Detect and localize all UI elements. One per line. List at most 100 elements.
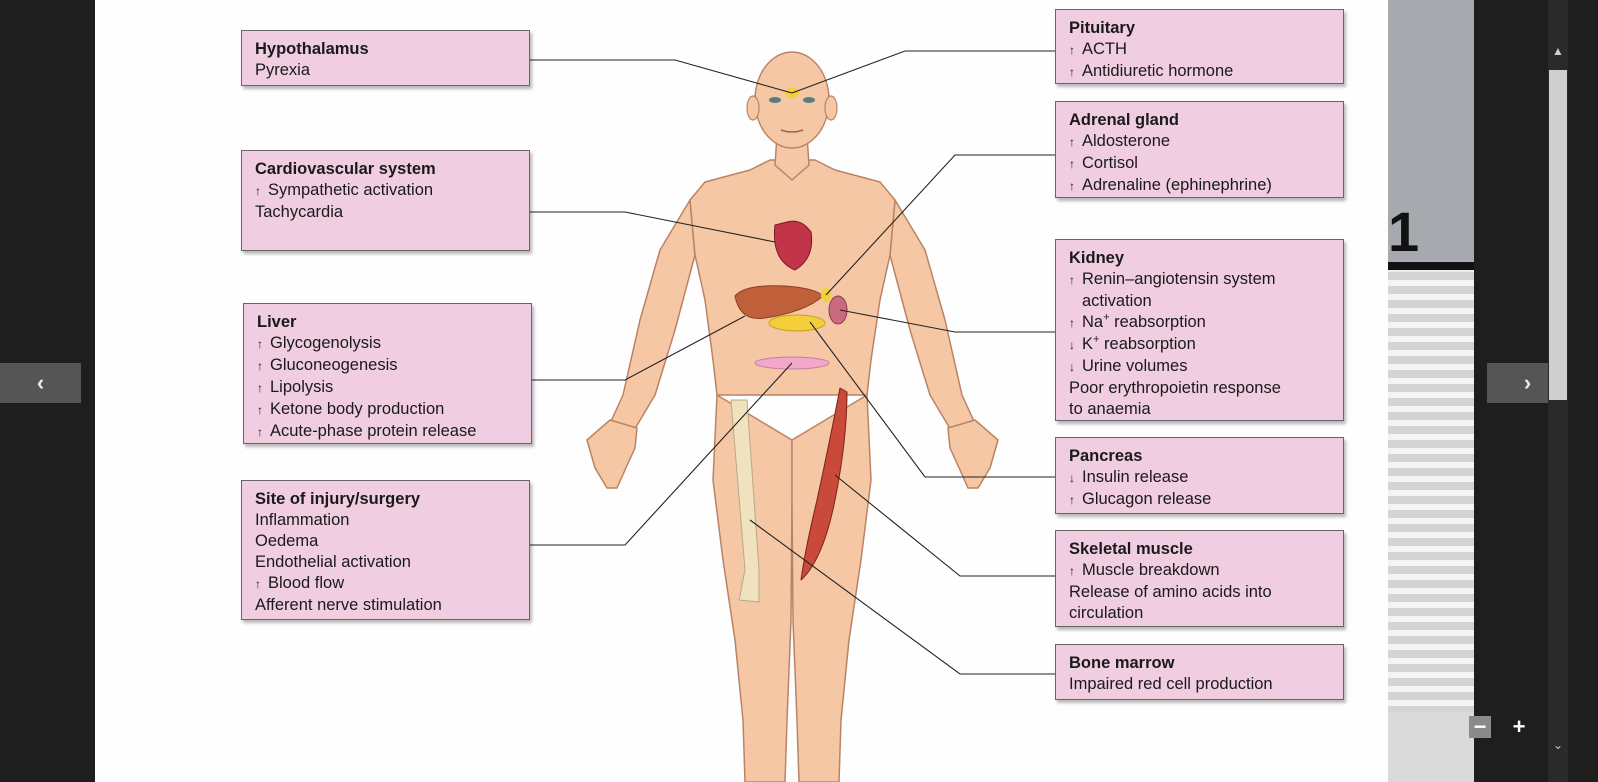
box-line-text: Gluconeogenesis <box>270 356 398 374</box>
arrow-up-icon: ↑ <box>1069 564 1075 578</box>
box-line: ↑Glucagon release <box>1069 489 1330 511</box>
box-line: ↑Aldosterone <box>1069 131 1330 153</box>
box-line-text: Acute-phase protein release <box>270 422 477 440</box>
pancreas <box>768 314 826 332</box>
box-line-text: Insulin release <box>1082 468 1189 486</box>
arrow-up-icon: ↑ <box>257 359 263 373</box>
arrow-up-icon: ↑ <box>1069 43 1075 57</box>
box-line-text: circulation <box>1069 604 1144 622</box>
kidney <box>828 295 848 325</box>
box-line: ↓K+ reabsorption <box>1069 334 1330 356</box>
box-line: ↑Sympathetic activation <box>255 180 516 202</box>
preview-header <box>1388 0 1474 262</box>
arrow-up-icon: ↑ <box>1069 316 1075 330</box>
box-line: ↑Lipolysis <box>257 377 518 399</box>
hypothalamus-pituitary <box>785 88 799 98</box>
annotation-box-adrenal-gland: Adrenal gland ↑Aldosterone ↑ Cortisol ↑ Adren… <box>1055 101 1344 198</box>
box-title: Site of injury/surgery <box>255 490 421 508</box>
annotation-box-liver: Liver↑Glycogenolysis↑Gluconeogenesis↑Lip… <box>243 303 532 444</box>
arrow-down-icon: ↓ <box>1069 338 1075 352</box>
annotation-box-pancreas: Pancreas ↓Insulin release↑Glucagon releas… <box>1055 437 1344 514</box>
box-line: ↑ ACTH <box>1069 39 1330 61</box>
box-line-text: Ketone body production <box>270 400 445 418</box>
box-title: Kidney <box>1069 249 1125 267</box>
charge-superscript: + <box>1103 311 1110 324</box>
box-line-text: Poor erythropoietin response <box>1069 379 1281 397</box>
scrollbar-thumb[interactable] <box>1549 70 1567 400</box>
box-title: Cardiovascular system <box>255 160 436 178</box>
arrow-down-icon: ↓ <box>1069 360 1075 374</box>
liver <box>734 285 824 320</box>
box-line-text: to anaemia <box>1069 400 1151 418</box>
box-line-text: Release of amino acids into <box>1069 583 1272 601</box>
zoom-out-button[interactable]: − <box>1469 716 1491 738</box>
box-line-text: ACTH <box>1082 40 1127 58</box>
chevron-left-icon: ‹ <box>36 370 45 395</box>
arrow-up-icon: ↑ <box>257 337 263 351</box>
box-line: ↑Antidiuretic hormone <box>1069 61 1330 83</box>
right-arm <box>889 199 999 489</box>
box-line: ↑Renin–angiotensin system <box>1069 269 1330 291</box>
arrow-up-icon: ↑ <box>257 425 263 439</box>
box-line: ↓Insulin release <box>1069 467 1330 489</box>
box-line-text: Glucagon release <box>1082 490 1212 508</box>
arrow-up-icon: ↑ <box>1069 273 1075 287</box>
scroll-up-arrow-icon[interactable]: ▲ <box>1552 44 1564 58</box>
prev-page-button[interactable]: ‹ <box>0 363 81 403</box>
box-line-text: Impaired red cell production <box>1069 675 1273 693</box>
scroll-down-arrow-icon[interactable]: ⌄ <box>1552 738 1564 752</box>
box-line: Oedema <box>255 531 516 552</box>
box-title: Adrenal gland <box>1069 111 1180 129</box>
box-line: ↑ Gluconeogenesis <box>257 355 518 377</box>
torso <box>689 159 896 396</box>
charge-superscript: + <box>1093 333 1100 346</box>
box-line-text-tail: reabsorption <box>1099 335 1196 353</box>
box-line: ↓Urine volumes <box>1069 356 1330 378</box>
arrow-up-icon: ↑ <box>1069 157 1075 171</box>
next-page-preview[interactable]: 1 <box>1388 0 1474 782</box>
box-line-text: Inflammation <box>255 511 350 529</box>
box-line-text: Afferent nerve stimulation <box>255 596 442 614</box>
box-line: Endothelial activation <box>255 552 516 573</box>
box-line-text: Adrenaline (ephinephrine) <box>1082 176 1272 194</box>
preview-divider <box>1388 262 1474 270</box>
heart <box>773 220 813 271</box>
box-line: Pyrexia <box>255 60 516 81</box>
box-line: Impaired red cell production <box>1069 674 1330 695</box>
box-line-text: Aldosterone <box>1082 132 1171 150</box>
box-line: ↑Ketone body production <box>257 399 518 421</box>
zoom-in-button[interactable]: + <box>1508 716 1530 738</box>
connector-lines <box>529 50 1055 675</box>
box-title: Pancreas <box>1069 447 1143 465</box>
box-title: Bone marrow <box>1069 654 1175 672</box>
arrow-up-icon: ↑ <box>1069 179 1075 193</box>
box-line-text: Muscle breakdown <box>1082 561 1220 579</box>
box-line: ↑ Acute-phase protein release <box>257 421 518 443</box>
annotation-box-pituitary: Pituitary ↑ ACTH ↑Antidiuretic hormone <box>1055 9 1344 84</box>
box-line: ↑ Cortisol <box>1069 153 1330 175</box>
arrow-up-icon: ↑ <box>255 577 261 591</box>
box-line-text: Cortisol <box>1082 154 1138 172</box>
box-title: Pituitary <box>1069 19 1136 37</box>
box-line: activation <box>1069 291 1330 312</box>
box-line-text: Tachycardia <box>255 203 344 221</box>
arrow-up-icon: ↑ <box>1069 65 1075 79</box>
box-line-text: Oedema <box>255 532 319 550</box>
box-line: Poor erythropoietin response <box>1069 378 1330 399</box>
legs <box>712 394 872 782</box>
box-line: Inflammation <box>255 510 516 531</box>
minus-icon: − <box>1473 714 1487 739</box>
box-line-text-tail: reabsorption <box>1109 313 1206 331</box>
preview-text-lines <box>1388 272 1474 712</box>
box-line-text: Na <box>1082 313 1104 331</box>
box-line: ↑Glycogenolysis <box>257 333 518 355</box>
box-line: ↑ Na+ reabsorption <box>1069 312 1330 334</box>
box-line-text: Blood flow <box>268 574 345 592</box>
human-body <box>586 51 999 782</box>
head <box>746 51 838 149</box>
